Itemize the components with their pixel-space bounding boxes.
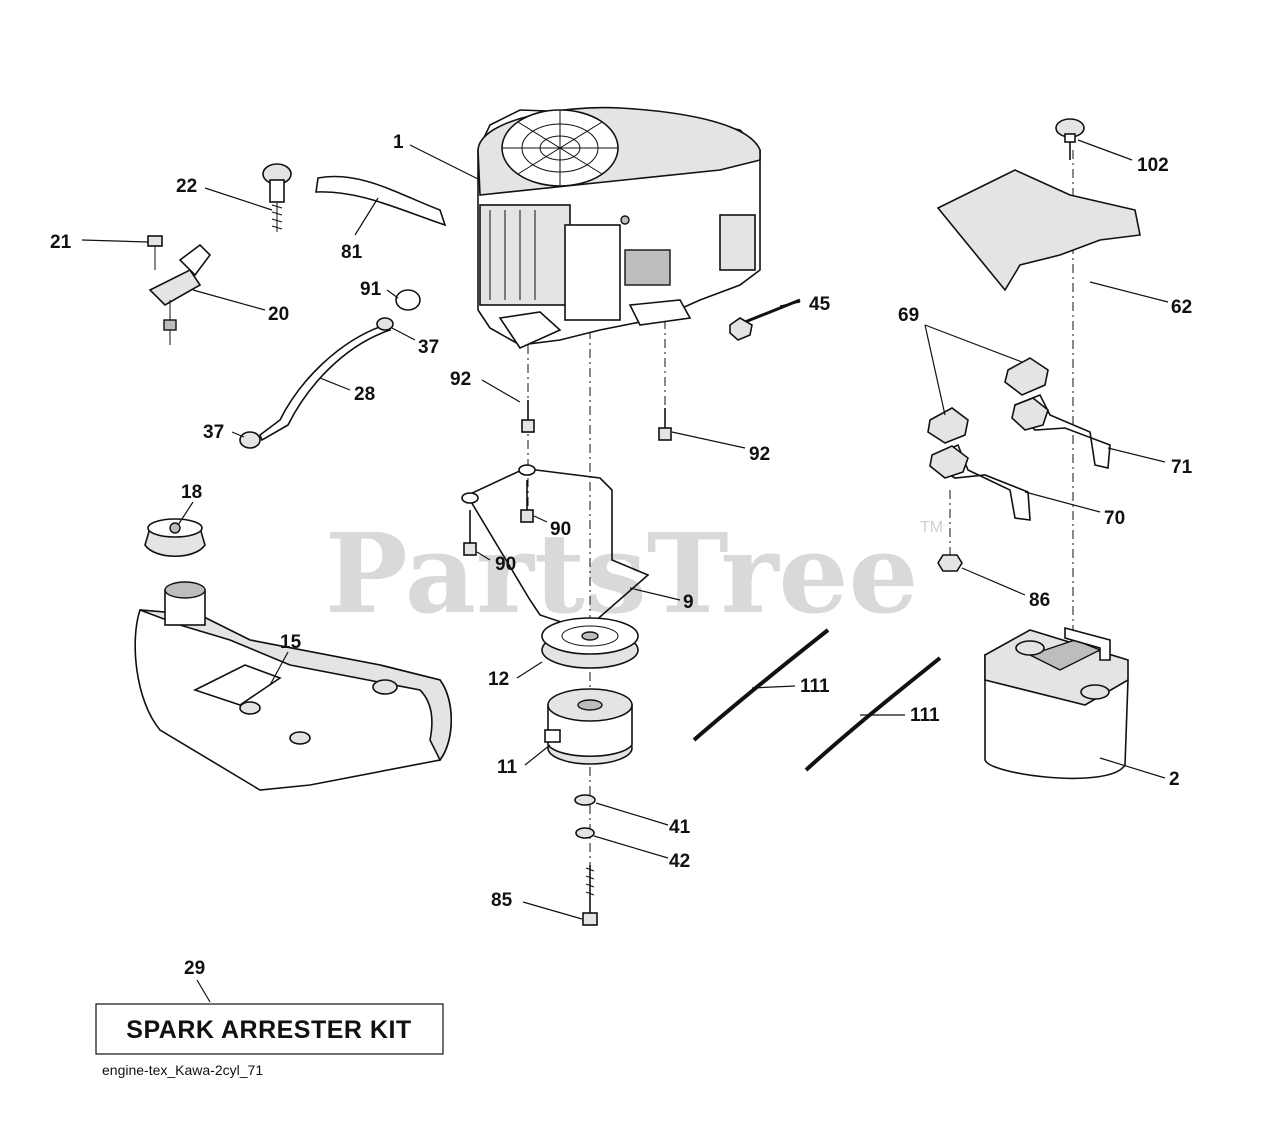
callout-28[interactable]: 28 xyxy=(354,384,375,405)
callout-15[interactable]: 15 xyxy=(280,632,302,653)
callout-85[interactable]: 85 xyxy=(491,890,513,911)
callout-2[interactable]: 2 xyxy=(1169,769,1180,790)
screw-21[interactable] xyxy=(147,235,163,270)
callout-111-left[interactable]: 111 xyxy=(800,676,830,697)
watermark-text: PartsTree xyxy=(325,509,919,638)
diagram-caption: engine-tex_Kawa-2cyl_71 xyxy=(102,1062,263,1078)
callout-81[interactable]: 81 xyxy=(341,242,363,263)
electric-clutch-11[interactable] xyxy=(544,688,633,765)
callout-71[interactable]: 71 xyxy=(1171,457,1193,478)
watermark-trademark: TM xyxy=(920,519,943,536)
bolt-92-right[interactable] xyxy=(658,408,672,441)
fuel-line-28[interactable] xyxy=(259,324,392,442)
callout-12[interactable]: 12 xyxy=(488,669,509,690)
bracket-hole-upper xyxy=(518,464,536,476)
callout-69[interactable]: 69 xyxy=(898,305,919,326)
leader-lines xyxy=(81,139,1169,1003)
bolt-102[interactable] xyxy=(1055,118,1085,160)
fuel-cap-18[interactable] xyxy=(144,518,206,557)
nut-86[interactable] xyxy=(937,554,963,572)
callout-37-lower[interactable]: 37 xyxy=(203,422,224,443)
muffler-2[interactable] xyxy=(984,626,1129,780)
exhaust-pipe-70-flange xyxy=(929,445,969,479)
callout-41[interactable]: 41 xyxy=(669,817,691,838)
callout-91[interactable]: 91 xyxy=(360,279,382,300)
throttle-control-20[interactable] xyxy=(148,243,212,345)
bolt-90-upper[interactable] xyxy=(520,480,534,523)
callout-29[interactable]: 29 xyxy=(184,958,205,979)
washer-42[interactable] xyxy=(575,827,595,839)
bolt-90-lower[interactable] xyxy=(463,510,477,556)
callout-86[interactable]: 86 xyxy=(1029,590,1050,611)
callout-90-upper[interactable]: 90 xyxy=(550,519,571,540)
spark-arrester-kit-box[interactable]: SPARK ARRESTER KIT xyxy=(95,1003,444,1055)
gasket-69-lower[interactable] xyxy=(927,407,969,444)
bracket-hole-lower xyxy=(461,492,479,504)
callout-62[interactable]: 62 xyxy=(1171,297,1192,318)
spark-plug-45[interactable] xyxy=(729,298,801,341)
callout-37-upper[interactable]: 37 xyxy=(418,337,439,358)
callout-92-right[interactable]: 92 xyxy=(749,444,770,465)
washer-41[interactable] xyxy=(574,794,596,806)
bolt-85[interactable] xyxy=(582,865,598,926)
callout-102[interactable]: 102 xyxy=(1137,155,1169,176)
wire-111-left[interactable] xyxy=(692,628,830,742)
callout-1[interactable]: 1 xyxy=(393,132,404,153)
spark-arrester-kit-label: SPARK ARRESTER KIT xyxy=(126,1016,411,1044)
callout-22[interactable]: 22 xyxy=(176,176,197,197)
hose-clamp-37-upper[interactable] xyxy=(376,317,394,331)
heat-shield-62[interactable] xyxy=(936,169,1141,292)
gasket-69-upper[interactable] xyxy=(1004,357,1049,396)
callout-70[interactable]: 70 xyxy=(1104,508,1125,529)
callout-90-lower[interactable]: 90 xyxy=(495,554,516,575)
fuel-tank-15[interactable] xyxy=(134,581,453,791)
callout-45[interactable]: 45 xyxy=(809,294,831,315)
hose-clamp-37-lower[interactable] xyxy=(239,431,261,449)
bolt-92-left[interactable] xyxy=(521,400,535,433)
callout-21[interactable]: 21 xyxy=(50,232,72,253)
callout-92-left[interactable]: 92 xyxy=(450,369,471,390)
callout-labels: 1 22 21 20 81 91 37 28 37 92 92 45 102 6… xyxy=(50,132,1193,979)
callout-9[interactable]: 9 xyxy=(683,592,694,613)
callout-111-right[interactable]: 111 xyxy=(910,705,940,726)
hose-clamp-91[interactable] xyxy=(395,289,421,311)
wire-111-right[interactable] xyxy=(804,656,942,772)
exhaust-pipe-71-flange xyxy=(1011,397,1049,431)
throttle-knob-22[interactable] xyxy=(262,163,292,232)
callout-11[interactable]: 11 xyxy=(497,757,518,778)
fuel-hose-81[interactable] xyxy=(315,175,447,227)
callout-20[interactable]: 20 xyxy=(268,304,289,325)
pulley-12[interactable] xyxy=(541,617,639,669)
callout-42[interactable]: 42 xyxy=(669,851,690,872)
callout-18[interactable]: 18 xyxy=(181,482,202,503)
engine[interactable] xyxy=(477,106,761,350)
